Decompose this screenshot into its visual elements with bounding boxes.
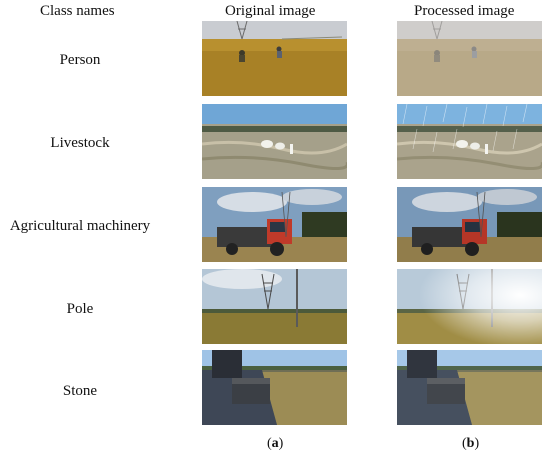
class-label-livestock: Livestock bbox=[50, 135, 110, 151]
processed-image-stone bbox=[397, 350, 542, 425]
header-processed-image: Processed image bbox=[414, 3, 515, 19]
class-label-person: Person bbox=[59, 52, 101, 68]
header-class-names: Class names bbox=[40, 3, 115, 19]
processed-image-livestock bbox=[397, 104, 542, 179]
class-label-agricultural-machinery: Agricultural machinery bbox=[9, 218, 151, 234]
processed-image-person bbox=[397, 21, 542, 96]
processed-image-pole bbox=[397, 269, 542, 344]
header-original-image: Original image bbox=[225, 3, 316, 19]
caption-b: (b) bbox=[462, 436, 480, 451]
original-image-person bbox=[202, 21, 347, 96]
original-image-stone bbox=[202, 350, 347, 425]
original-image-pole bbox=[202, 269, 347, 344]
caption-b-label: b bbox=[466, 436, 475, 451]
class-label-pole: Pole bbox=[66, 301, 94, 317]
original-image-livestock bbox=[202, 104, 347, 179]
processed-image-agricultural-machinery bbox=[397, 187, 542, 262]
caption-a: (a) bbox=[267, 436, 284, 451]
caption-a-label: a bbox=[271, 436, 279, 451]
class-label-stone: Stone bbox=[62, 383, 98, 399]
original-image-agricultural-machinery bbox=[202, 187, 347, 262]
